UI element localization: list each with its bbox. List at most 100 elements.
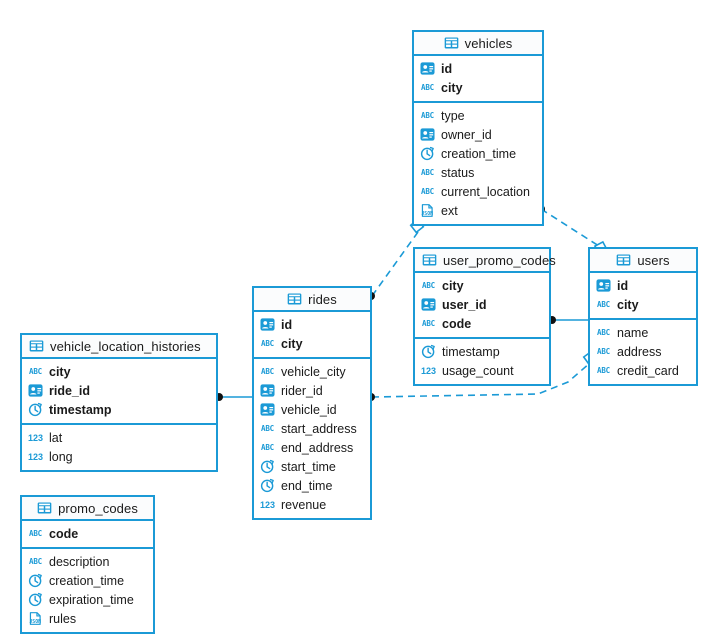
table-title: vehicle_location_histories	[50, 338, 201, 354]
column-name: long	[49, 449, 73, 464]
column-name: credit_card	[617, 363, 679, 378]
column-row[interactable]: ABC description	[22, 552, 153, 571]
column-row[interactable]: id	[590, 276, 696, 295]
abc-text-icon: ABC	[597, 347, 610, 356]
table-header-user_promo_codes[interactable]: user_promo_codes	[415, 249, 556, 273]
column-row[interactable]: owner_id	[414, 125, 542, 144]
table-title: users	[637, 252, 670, 268]
column-name: rider_id	[281, 383, 323, 398]
column-row[interactable]: start_time	[254, 457, 370, 476]
table-header-vehicles[interactable]: vehicles	[414, 32, 542, 56]
column-row[interactable]: end_time	[254, 476, 370, 495]
relationship-upc-users[interactable]	[548, 316, 588, 324]
column-name: id	[617, 278, 629, 293]
column-name: city	[442, 278, 464, 293]
json-document-icon: JSON	[28, 611, 43, 626]
clock-icon	[28, 402, 43, 417]
column-row[interactable]: rider_id	[254, 381, 370, 400]
column-name: lat	[49, 430, 63, 445]
table-header-promo_codes[interactable]: promo_codes	[22, 497, 153, 521]
column-name: expiration_time	[49, 592, 134, 607]
clock-icon	[421, 344, 436, 359]
column-row[interactable]: id	[254, 315, 370, 334]
column-row[interactable]: vehicle_id	[254, 400, 370, 419]
column-row[interactable]: expiration_time	[22, 590, 153, 609]
clock-icon	[420, 146, 435, 161]
column-row[interactable]: 123 long	[22, 447, 216, 466]
table-header-rides[interactable]: rides	[254, 288, 370, 312]
column-row[interactable]: timestamp	[22, 400, 216, 419]
abc-text-icon: ABC	[421, 187, 434, 196]
123-number-icon: 123	[27, 451, 44, 462]
id-badge-icon	[421, 297, 436, 312]
table-grid-icon	[444, 37, 459, 49]
abc-text-icon: ABC	[29, 557, 42, 566]
column-row[interactable]: JSON ext	[414, 201, 542, 220]
id-badge-icon	[260, 402, 275, 417]
id-badge-icon	[260, 383, 275, 398]
id-badge-icon	[420, 61, 435, 76]
column-row[interactable]: ride_id	[22, 381, 216, 400]
column-row[interactable]: id	[414, 59, 542, 78]
abc-text-icon: ABC	[261, 424, 274, 433]
table-title: rides	[308, 291, 337, 307]
column-row[interactable]: ABC city	[415, 276, 549, 295]
id-badge-icon	[28, 383, 43, 398]
column-row[interactable]: ABC type	[414, 106, 542, 125]
column-name: description	[49, 554, 110, 569]
column-row[interactable]: creation_time	[22, 571, 153, 590]
column-name: timestamp	[49, 402, 112, 417]
abc-text-icon: ABC	[422, 319, 435, 328]
column-name: rules	[49, 611, 77, 626]
abc-text-icon: ABC	[597, 328, 610, 337]
table-grid-icon	[616, 254, 631, 266]
json-document-icon: JSON	[420, 203, 435, 218]
123-number-icon: 123	[27, 432, 44, 443]
column-name: owner_id	[441, 127, 492, 142]
column-name: ext	[441, 203, 458, 218]
relationship-vlh-rides[interactable]	[215, 393, 252, 401]
table-header-vehicle_location_histories[interactable]: vehicle_location_histories	[22, 335, 216, 359]
column-row[interactable]: user_id	[415, 295, 549, 314]
column-name: creation_time	[441, 146, 517, 161]
abc-text-icon: ABC	[422, 281, 435, 290]
table-header-users[interactable]: users	[590, 249, 696, 273]
column-row[interactable]: creation_time	[414, 144, 542, 163]
column-name: type	[441, 108, 465, 123]
abc-text-icon: ABC	[421, 111, 434, 120]
column-row[interactable]: JSON rules	[22, 609, 153, 628]
clock-icon	[260, 459, 275, 474]
column-row[interactable]: timestamp	[415, 342, 549, 361]
column-name: revenue	[281, 497, 327, 512]
abc-text-icon: ABC	[29, 367, 42, 376]
column-row[interactable]: 123 lat	[22, 428, 216, 447]
column-name: usage_count	[442, 363, 514, 378]
table-grid-icon	[37, 502, 52, 514]
